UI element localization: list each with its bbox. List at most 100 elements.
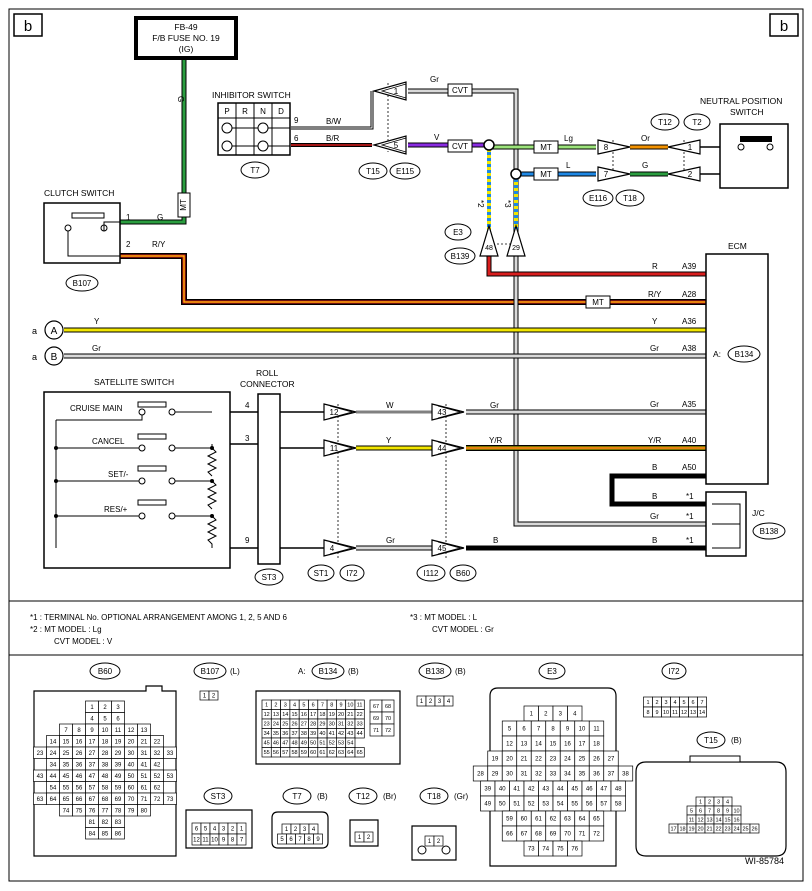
svg-text:E3: E3 [453,228,463,237]
label-ry-ecm: R/Y [648,290,662,299]
svg-text:4: 4 [90,716,94,722]
diagram-id: WI-85784 [745,856,784,866]
label-yr-a40: Y/R [648,436,662,445]
svg-text:42: 42 [154,762,161,768]
svg-text:61: 61 [141,785,148,791]
svg-text:12: 12 [264,712,270,718]
ecm-a39: A39 [682,262,697,271]
ref-a-circle: A [44,320,64,340]
pin-e3-49: 49 [480,795,496,812]
svg-text:40: 40 [319,731,325,737]
svg-text:1: 1 [688,143,693,152]
pin-e3-65: 65 [588,810,605,827]
svg-text:39: 39 [484,787,491,793]
svg-text:4: 4 [673,700,676,706]
svg-text:A: A [51,326,58,337]
pin-e3-58: 58 [610,795,626,812]
svg-text:ST3: ST3 [262,573,277,582]
svg-text:8: 8 [717,808,720,814]
pin-b60-13: 13 [137,723,151,736]
svg-text:23: 23 [724,826,730,832]
svg-text:10: 10 [579,727,586,733]
pin-e3-23: 23 [545,750,561,767]
pin-b138-1: 1 [416,695,427,707]
label-l: L [566,161,571,170]
svg-text:13: 13 [521,742,528,748]
pin-t15-26: 26 [749,823,760,834]
pin-e3-22: 22 [530,750,547,767]
pin-b60-32: 32 [150,746,164,759]
pin-b60-75: 75 [72,804,86,817]
pin-e3-38: 38 [617,765,634,782]
svg-text:D: D [278,107,284,116]
pin-t7-6: 6 [286,833,296,845]
svg-text:18: 18 [319,712,325,718]
pin-b60-17: 17 [85,735,99,748]
connector-t18-pin8: 8 [597,139,631,155]
svg-text:2: 2 [429,699,433,705]
connector-st1-12: 12 [323,403,357,421]
svg-text:73: 73 [167,797,174,803]
pin-i72-8: 8 [643,706,653,718]
svg-text:22: 22 [154,739,161,745]
pin-b60-10: 10 [98,723,112,736]
pin-b134-33: 33 [354,718,365,729]
pin-e3-36: 36 [588,765,605,782]
splice-gr [510,168,522,180]
pin-st3-10: 10 [209,833,220,846]
svg-text:36: 36 [593,772,600,778]
pin-i72-13: 13 [688,706,698,718]
svg-text:CVT: CVT [452,142,468,151]
svg-text:13: 13 [690,710,696,716]
pin-b134-32: 32 [345,718,356,729]
svg-text:48: 48 [615,787,622,793]
pin-b60-74: 74 [59,804,73,817]
label-bw: B/W [326,117,342,126]
label-g-fuse: G [176,96,185,102]
pin-t15-1: 1 [695,796,706,807]
svg-text:33: 33 [550,772,557,778]
pin-b60-84: 84 [85,827,99,840]
ecm-a36: A36 [682,317,697,326]
svg-text:T15: T15 [704,736,718,745]
pin-b60-72: 72 [150,792,164,805]
svg-text:ST1: ST1 [314,569,329,578]
svg-text:66: 66 [76,797,83,803]
svg-text:4: 4 [330,544,335,553]
svg-text:3: 3 [222,827,226,833]
roll-connector [257,393,281,565]
jc-box [705,491,747,557]
svg-text:40: 40 [128,762,135,768]
svg-text:62: 62 [154,785,161,791]
pin-st3-4: 4 [209,822,220,835]
pin-t12-2: 2 [363,831,374,843]
svg-text:20: 20 [128,739,135,745]
svg-text:6: 6 [522,727,526,733]
svg-text:65: 65 [357,750,363,756]
svg-text:27: 27 [608,757,615,763]
label-lg: Lg [564,134,573,143]
pin-b134s-67: 67 [369,699,383,713]
pin-i72-7: 7 [697,696,707,708]
svg-text:10: 10 [347,703,353,709]
pin-b60-36: 36 [72,758,86,771]
svg-text:41: 41 [513,787,520,793]
svg-text:40: 40 [499,787,506,793]
svg-text:49: 49 [115,774,122,780]
conn-label-b139: B139 [444,247,476,265]
svg-text:47: 47 [282,741,288,747]
svg-text:59: 59 [301,750,307,756]
pin-e3-53: 53 [538,795,554,812]
svg-text:11: 11 [593,727,600,733]
pin-e3-13: 13 [516,735,532,752]
svg-text:6: 6 [699,808,702,814]
pin-b134-5: 5 [298,699,309,710]
pin-b60-69: 69 [111,792,125,805]
connector-i112-44: 44 [431,439,465,457]
svg-text:70: 70 [128,797,135,803]
svg-text:17: 17 [579,742,586,748]
svg-text:55: 55 [264,750,270,756]
pin-b134s-69: 69 [369,711,383,725]
pin-b134-19: 19 [326,709,337,720]
svg-text:(L): (L) [230,667,240,676]
